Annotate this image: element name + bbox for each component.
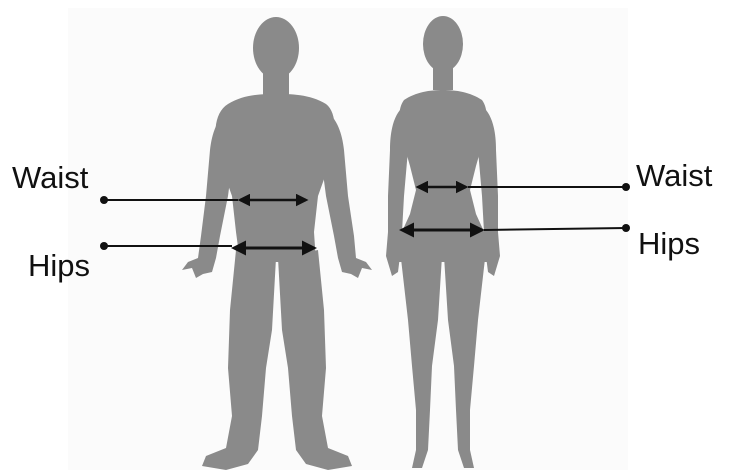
male-head (253, 17, 299, 79)
female-hips-dot (622, 224, 630, 232)
male-hips-label: Hips (28, 248, 90, 283)
female-hips-label: Hips (638, 226, 700, 261)
male-waist-label: Waist (12, 160, 89, 195)
female-waist-label: Waist (636, 158, 713, 193)
male-neck (263, 70, 289, 98)
female-waist-dot (622, 183, 630, 191)
female-head (423, 16, 463, 72)
female-neck (433, 66, 453, 90)
